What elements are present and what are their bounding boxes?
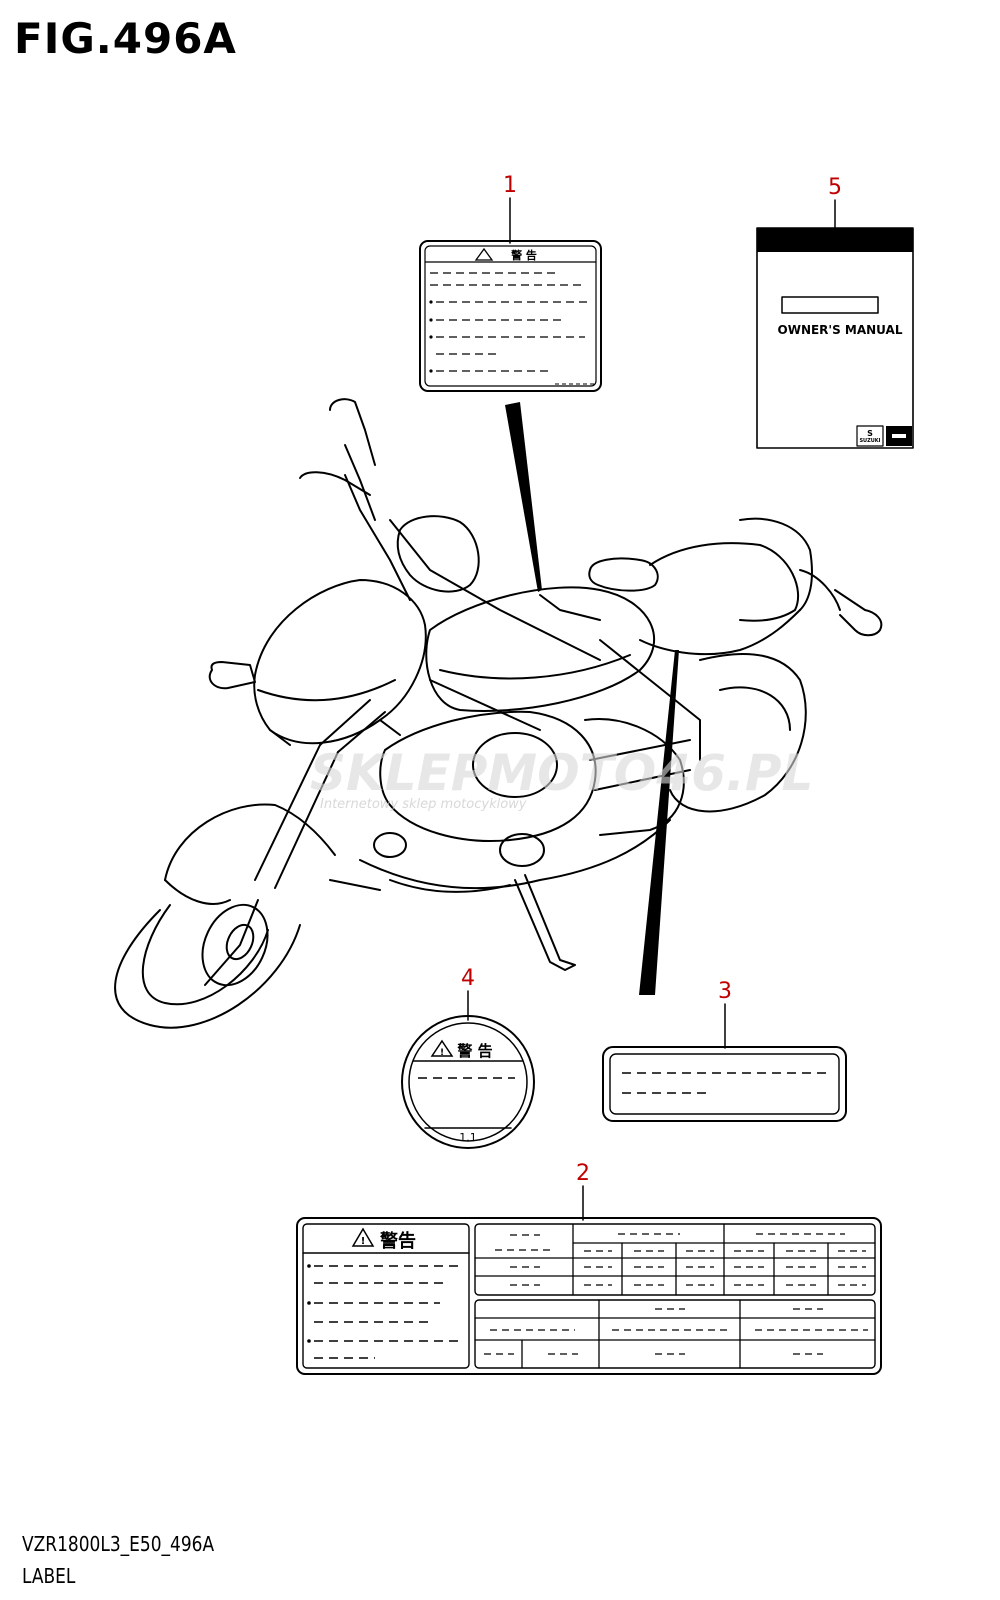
label-1-warning[interactable]: 警 告 [419, 240, 602, 392]
callout-2[interactable]: 2 [576, 1161, 590, 1221]
owners-manual[interactable]: OWNER'S MANUAL SUZUKI S [756, 227, 914, 449]
figure-title: FIG.496A [14, 14, 237, 63]
leader-label-3 [639, 650, 679, 995]
callout-4[interactable]: 4 [461, 966, 475, 1021]
svg-text:!: ! [361, 1236, 366, 1247]
callout-3[interactable]: 3 [718, 979, 732, 1049]
label-4-round-warning[interactable]: ! 警 告 1.1 [401, 1015, 535, 1149]
label-4-footer: 1.1 [459, 1131, 477, 1144]
warning-triangle-icon [474, 247, 494, 261]
motorcycle-illustration [114, 398, 883, 1029]
label-2-info-table[interactable]: ! 警告 [296, 1217, 882, 1375]
callout-5[interactable]: 5 [828, 175, 842, 231]
manual-brand: SUZUKI [859, 438, 880, 444]
suzuki-logo-icon: S [867, 429, 873, 438]
callout-number-5: 5 [828, 175, 842, 200]
watermark: SKLEPMOTO46.PL Internetowy sklep motocyk… [310, 744, 813, 812]
watermark-tagline: Internetowy sklep motocyklowy [320, 797, 527, 812]
svg-text:!: ! [440, 1048, 444, 1058]
warning-triangle-icon [430, 1039, 454, 1057]
callout-number-1: 1 [503, 173, 517, 198]
callout-number-3: 3 [718, 979, 732, 1004]
diagram-label: LABEL [22, 1564, 76, 1588]
label-3[interactable] [602, 1046, 847, 1122]
leader-label-1 [505, 402, 542, 592]
warning-triangle-icon [351, 1227, 375, 1247]
diagram-code: VZR1800L3_E50_496A [22, 1532, 215, 1556]
watermark-site: SKLEPMOTO46.PL [310, 744, 813, 802]
callout-1[interactable]: 1 [503, 173, 517, 244]
label-1-heading: 警 告 [510, 248, 537, 262]
label-2-heading: 警告 [380, 1230, 416, 1252]
label-4-heading: 警 告 [456, 1042, 492, 1060]
callout-number-2: 2 [576, 1161, 590, 1186]
callout-number-4: 4 [461, 966, 475, 991]
manual-title: OWNER'S MANUAL [778, 323, 903, 337]
